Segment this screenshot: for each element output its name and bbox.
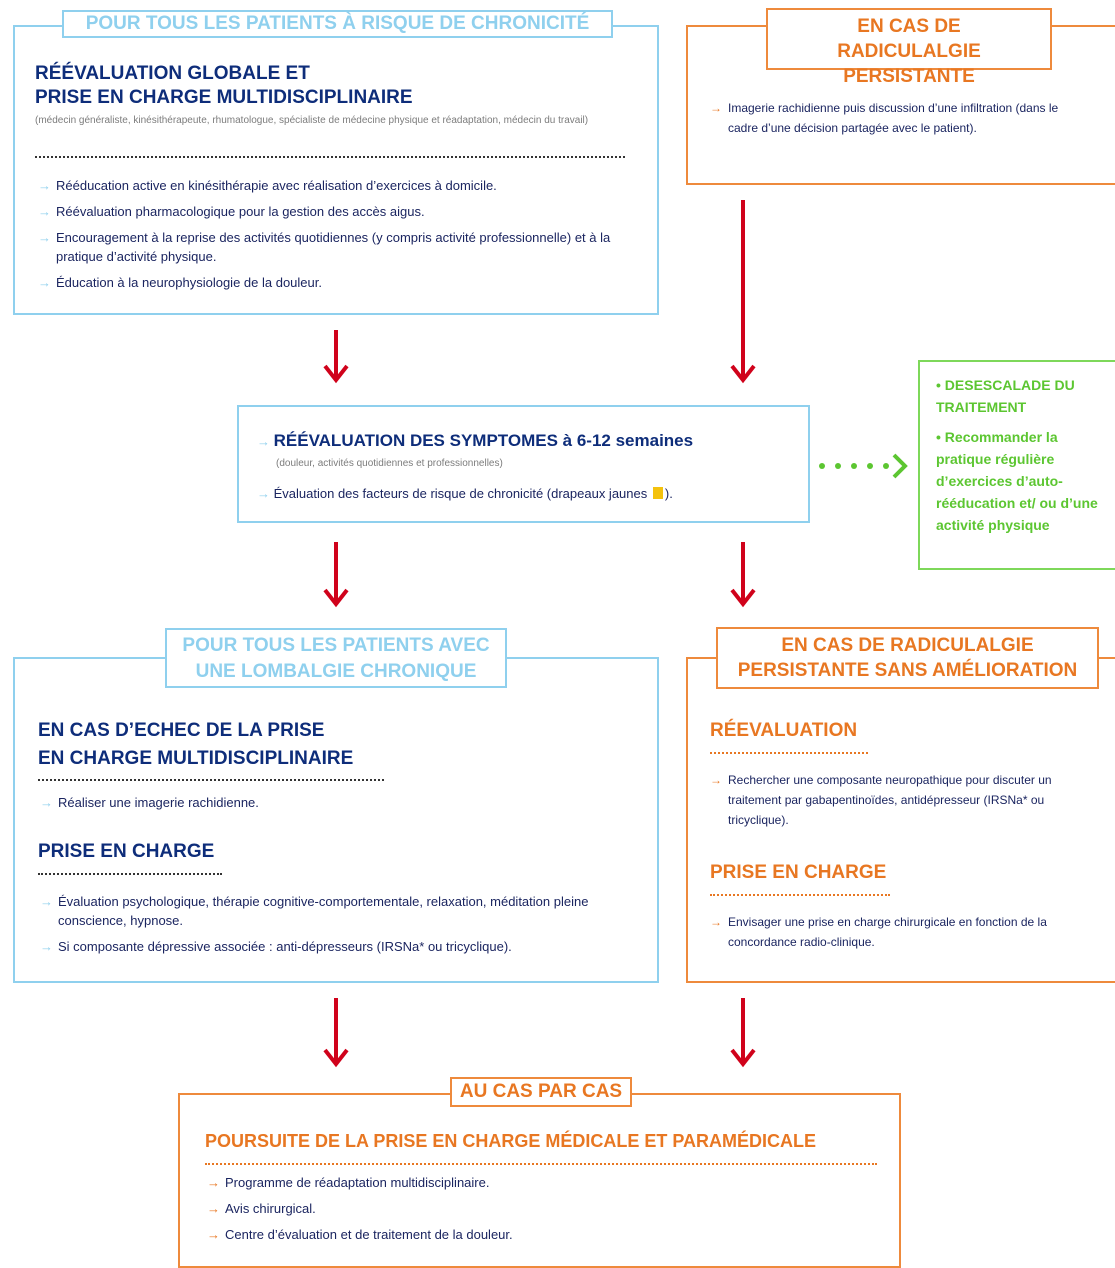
yellow-flag-icon xyxy=(652,487,663,499)
box3-subtitle: (douleur, activités quotidiennes et prof… xyxy=(276,458,503,469)
list-item: Éducation à la neurophysiologie de la do… xyxy=(38,273,638,292)
box4-heading2: PRISE EN CHARGE xyxy=(38,841,215,862)
list-item: Encouragement à la reprise des activités… xyxy=(38,228,638,266)
tag-case-by-case: AU CAS PAR CAS xyxy=(450,1077,632,1107)
box5-heading1: RÉEVALUATION xyxy=(710,720,858,741)
box5-divider-1 xyxy=(710,752,868,754)
green-line-1: • DESESCALADE DU TRAITEMENT xyxy=(936,377,1075,415)
box1-heading-line2: PRISE EN CHARGE MULTIDISCIPLINAIRE xyxy=(35,87,413,108)
list-item: Programme de réadaptation multidisciplin… xyxy=(207,1173,857,1192)
box3-heading: → RÉÉVALUATION DES SYMPTOMES à 6-12 sema… xyxy=(257,428,693,455)
arrow-icon: → xyxy=(257,434,274,449)
arrow-icon: → xyxy=(257,486,274,501)
box5-divider-2 xyxy=(710,894,890,896)
list-item: Centre d’évaluation et de traitement de … xyxy=(207,1225,857,1244)
box-de-escalation xyxy=(918,360,1115,570)
list-item: Envisager une prise en charge chirurgica… xyxy=(710,912,1090,952)
box3-item: → Évaluation des facteurs de risque de c… xyxy=(257,484,673,503)
box5-list-2: Envisager une prise en charge chirurgica… xyxy=(710,912,1090,959)
tag-radiculalgia: EN CAS DE RADICULALGIE PERSISTANTE xyxy=(766,8,1052,87)
box6-divider xyxy=(205,1163,877,1165)
down-arrow-icon xyxy=(728,996,758,1068)
box4-list-2: Évaluation psychologique, thérapie cogni… xyxy=(40,892,645,963)
box1-list: Rééducation active en kinésithérapie ave… xyxy=(38,176,638,299)
green-line-2: • Recommander la pratique régulière d’ex… xyxy=(936,429,1098,533)
tag-radiculalgia-no-improvement: EN CAS DE RADICULALGIE PERSISTANTE SANS … xyxy=(716,627,1099,689)
box-risk-chronicity xyxy=(13,25,659,315)
dotted-right-arrow-icon xyxy=(818,452,910,485)
box4-divider-2 xyxy=(38,873,222,875)
box1-subtitle: (médecin généraliste, kinésithérapeute, … xyxy=(35,115,589,126)
box3-heading-text: RÉÉVALUATION DES SYMPTOMES à 6-12 semain… xyxy=(273,431,694,450)
box1-heading-line1: RÉÉVALUATION GLOBALE ET xyxy=(35,63,310,84)
box5-list-1: Rechercher une composante neuropathique … xyxy=(710,770,1102,837)
box-reassessment xyxy=(237,405,810,523)
list-item: Rééducation active en kinésithérapie ave… xyxy=(38,176,638,195)
box2-list: Imagerie rachidienne puis discussion d’u… xyxy=(710,98,1065,145)
box3-item-end: ). xyxy=(664,486,673,501)
box6-heading: POURSUITE DE LA PRISE EN CHARGE MÉDICALE… xyxy=(205,1131,817,1151)
box6-list: Programme de réadaptation multidisciplin… xyxy=(207,1173,857,1251)
box1-divider xyxy=(35,156,625,158)
box5-heading2: PRISE EN CHARGE xyxy=(710,862,887,883)
box3-item-text: Évaluation des facteurs de risque de chr… xyxy=(273,486,648,501)
down-arrow-icon xyxy=(321,996,351,1068)
down-arrow-icon xyxy=(321,328,351,384)
box4-heading1-line2: EN CHARGE MULTIDISCIPLINAIRE xyxy=(38,748,354,769)
down-arrow-icon xyxy=(728,540,758,608)
list-item: Évaluation psychologique, thérapie cogni… xyxy=(40,892,645,930)
list-item: Réévaluation pharmacologique pour la ges… xyxy=(38,202,638,221)
box4-heading1-line1: EN CAS D’ECHEC DE LA PRISE xyxy=(38,720,325,741)
tag-risk-chronicity: POUR TOUS LES PATIENTS À RISQUE DE CHRON… xyxy=(62,10,613,38)
list-item: Avis chirurgical. xyxy=(207,1199,857,1218)
box4-divider-1 xyxy=(38,779,384,781)
tag-chronic-lbp: POUR TOUS LES PATIENTS AVEC UNE LOMBALGI… xyxy=(165,628,507,688)
list-item: Si composante dépressive associée : anti… xyxy=(40,937,645,956)
box4-list-1: Réaliser une imagerie rachidienne. xyxy=(40,793,640,819)
down-arrow-icon xyxy=(321,540,351,608)
list-item: Imagerie rachidienne puis discussion d’u… xyxy=(710,98,1065,138)
list-item: Rechercher une composante neuropathique … xyxy=(710,770,1102,830)
down-arrow-icon xyxy=(728,198,758,384)
list-item: Réaliser une imagerie rachidienne. xyxy=(40,793,640,812)
